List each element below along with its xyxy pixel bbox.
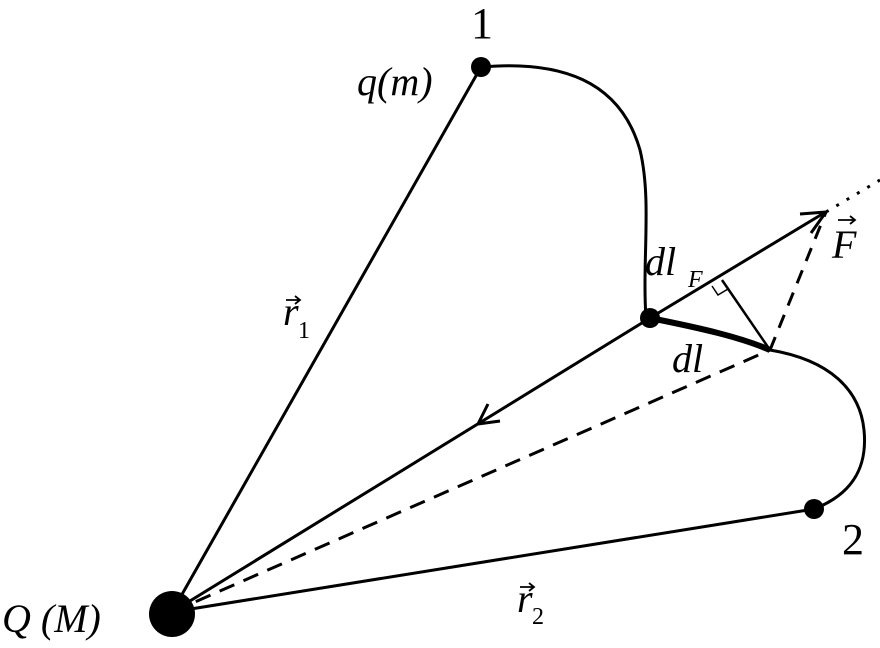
- dlF-label: dl: [645, 239, 676, 284]
- source-charge-label: Q (M): [2, 596, 101, 641]
- force-vector-F: [649, 211, 825, 320]
- radius-vector-r1: [170, 66, 483, 613]
- current-point-dot: [640, 308, 660, 328]
- dlF-subscript: F: [687, 267, 703, 293]
- r2-label: r: [517, 576, 533, 621]
- force-arrow-head: [799, 210, 828, 234]
- dl-label: dl: [672, 336, 703, 381]
- force-label: F: [831, 222, 857, 267]
- inward-arrow-head: [476, 403, 501, 426]
- displacement-element-dl: [649, 315, 772, 353]
- r1-vector-arrow-icon: [286, 295, 302, 305]
- projection-line: [720, 279, 772, 351]
- test-charge-label: q(m): [357, 59, 433, 104]
- radius-line-current: [171, 316, 651, 614]
- force-line-extension: [825, 178, 880, 214]
- r2-subscript: 2: [532, 604, 544, 630]
- source-charge-dot: [149, 591, 195, 637]
- dashed-radius-line: [171, 348, 771, 614]
- point-1-label: 1: [471, 0, 493, 48]
- radius-vector-r2: [171, 507, 815, 614]
- r1-subscript: 1: [298, 318, 310, 344]
- point-2-dot: [804, 499, 824, 519]
- right-angle-mark: [711, 285, 729, 297]
- dashed-parallelogram-line: [768, 211, 828, 351]
- point-2-label: 2: [842, 515, 864, 564]
- point-1-dot: [471, 57, 491, 77]
- trajectory-path-lower: [769, 348, 867, 511]
- r1-label: r: [283, 289, 299, 334]
- force-vector-arrow-icon: [838, 215, 857, 225]
- trajectory-path-upper: [480, 64, 648, 319]
- r2-vector-arrow-icon: [520, 582, 536, 592]
